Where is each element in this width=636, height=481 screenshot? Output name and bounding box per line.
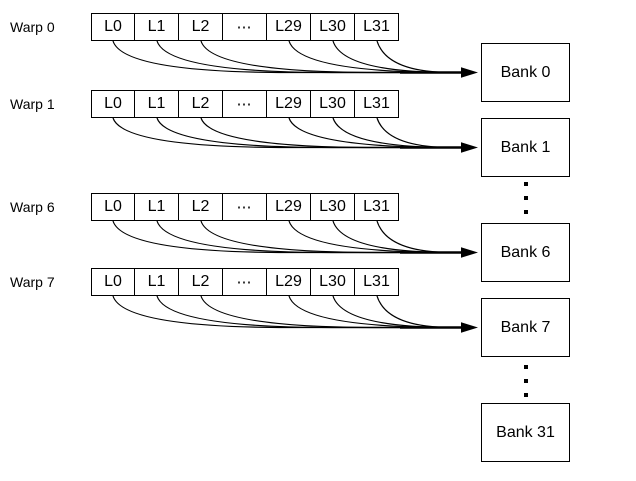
bank-box-6: Bank 6 — [481, 223, 570, 282]
ellipsis-dot — [523, 393, 528, 397]
bank-box-1: Bank 1 — [481, 118, 570, 177]
lane-cell-l2: L2 — [179, 90, 223, 118]
lane-cell-l1: L1 — [135, 90, 179, 118]
lane-cell-l2: L2 — [179, 268, 223, 296]
lane-cell-l29: L29 — [267, 13, 311, 41]
lane-cell-l30: L30 — [311, 268, 355, 296]
bank-box-0: Bank 0 — [481, 43, 570, 102]
lane-ellipsis: ⋯ — [223, 193, 267, 221]
lane-ellipsis: ⋯ — [223, 268, 267, 296]
lane-ellipsis: ⋯ — [223, 90, 267, 118]
lane-cell-l1: L1 — [135, 268, 179, 296]
lane-row-warp7: L0 L1 L2 ⋯ L29 L30 L31 — [91, 268, 399, 296]
lane-cell-l29: L29 — [267, 268, 311, 296]
lane-cell-l29: L29 — [267, 193, 311, 221]
lane-cell-l0: L0 — [91, 268, 135, 296]
lane-cell-l31: L31 — [355, 268, 399, 296]
lane-row-warp6: L0 L1 L2 ⋯ L29 L30 L31 — [91, 193, 399, 221]
warp-label-1: Warp 1 — [10, 96, 55, 112]
lane-cell-l29: L29 — [267, 90, 311, 118]
lane-cell-l1: L1 — [135, 13, 179, 41]
lane-cell-l31: L31 — [355, 90, 399, 118]
ellipsis-dot — [523, 196, 528, 200]
lane-cell-l0: L0 — [91, 193, 135, 221]
lane-cell-l30: L30 — [311, 193, 355, 221]
ellipsis-dot — [523, 365, 528, 369]
ellipsis-dot — [523, 379, 528, 383]
lane-cell-l31: L31 — [355, 13, 399, 41]
bank-box-7: Bank 7 — [481, 298, 570, 357]
lane-row-warp0: L0 L1 L2 ⋯ L29 L30 L31 — [91, 13, 399, 41]
lane-cell-l30: L30 — [311, 90, 355, 118]
lane-ellipsis: ⋯ — [223, 13, 267, 41]
vertical-ellipsis-icon — [481, 182, 570, 214]
ellipsis-dot — [523, 182, 528, 186]
warp-label-6: Warp 6 — [10, 199, 55, 215]
lane-cell-l31: L31 — [355, 193, 399, 221]
lane-cell-l0: L0 — [91, 13, 135, 41]
ellipsis-dot — [523, 210, 528, 214]
warp-label-7: Warp 7 — [10, 274, 55, 290]
lane-cell-l1: L1 — [135, 193, 179, 221]
bank-box-31: Bank 31 — [481, 403, 570, 462]
lane-cell-l0: L0 — [91, 90, 135, 118]
lane-row-warp1: L0 L1 L2 ⋯ L29 L30 L31 — [91, 90, 399, 118]
lane-cell-l2: L2 — [179, 193, 223, 221]
lane-cell-l30: L30 — [311, 13, 355, 41]
warp-label-0: Warp 0 — [10, 19, 55, 35]
lane-cell-l2: L2 — [179, 13, 223, 41]
vertical-ellipsis-icon — [481, 365, 570, 397]
